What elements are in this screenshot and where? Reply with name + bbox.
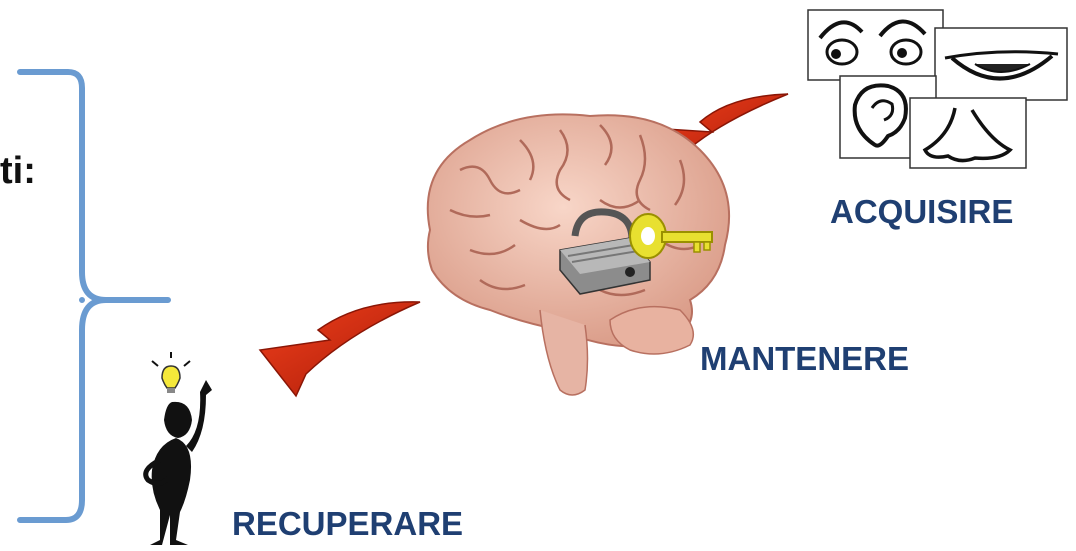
acquire-label: ACQUISIRE xyxy=(830,193,1013,231)
lightbulb-icon xyxy=(152,352,190,393)
nose-icon xyxy=(910,98,1026,168)
mouth-icon xyxy=(935,28,1067,100)
eyes-icon xyxy=(808,10,943,80)
curly-brace xyxy=(20,72,168,520)
maintain-label: MANTENERE xyxy=(700,340,909,378)
curved-arrow-icon xyxy=(260,302,420,396)
retrieve-label: RECUPERARE xyxy=(232,505,463,543)
left-cut-text: ti: xyxy=(0,150,36,193)
person-idea-icon xyxy=(146,352,212,545)
